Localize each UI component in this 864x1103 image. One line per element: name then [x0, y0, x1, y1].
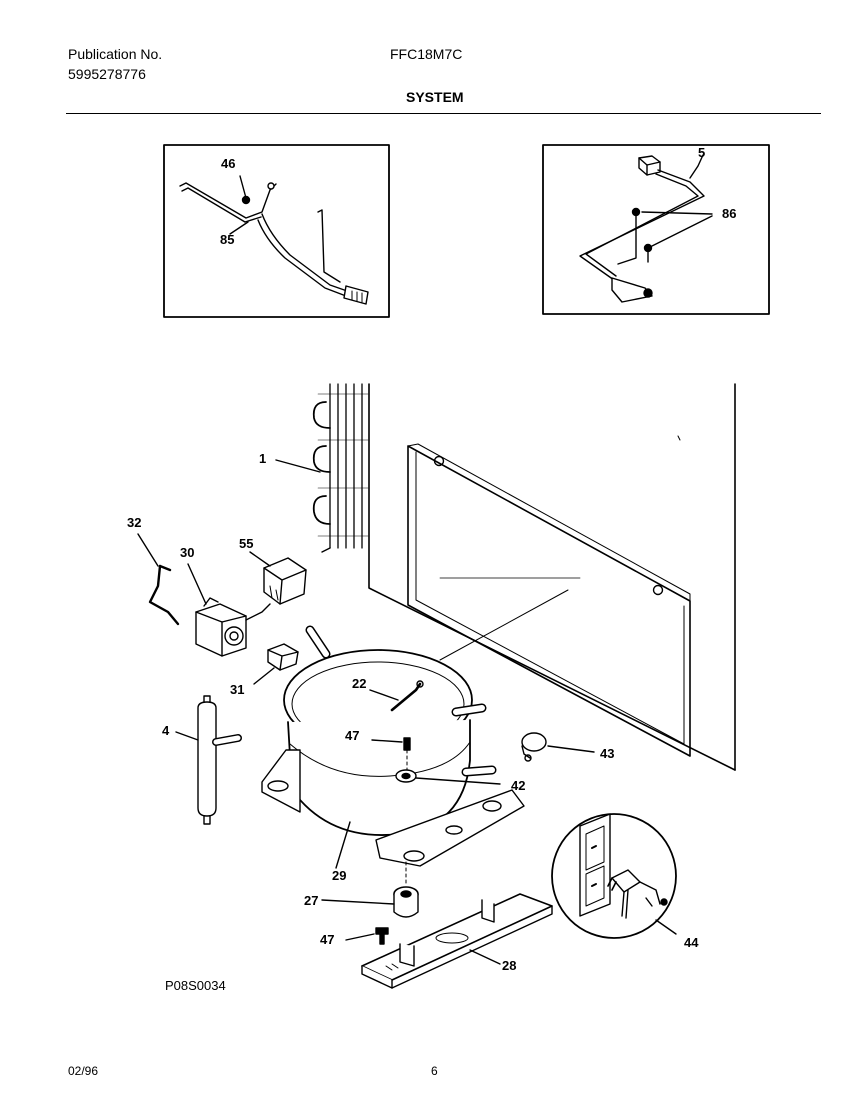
- publication-number: 5995278776: [68, 66, 146, 82]
- leader-42: [415, 777, 501, 785]
- screw-lower: [375, 927, 389, 945]
- leader-4: [175, 731, 199, 741]
- label-32: 32: [127, 515, 141, 530]
- mounting-bracket: [361, 893, 553, 989]
- leader-1: [275, 459, 321, 473]
- rubber-grommet: [393, 861, 419, 918]
- leader-27: [321, 899, 395, 905]
- inset-wiring-left: [163, 144, 390, 318]
- leader-47b: [345, 933, 375, 941]
- leader-28: [469, 949, 501, 965]
- model-number: FFC18M7C: [390, 46, 463, 62]
- label-46: 46: [221, 156, 235, 171]
- leader-32: [137, 533, 159, 567]
- leader-55: [249, 551, 271, 567]
- footer-date: 02/96: [68, 1064, 99, 1078]
- label-31: 31: [230, 682, 244, 697]
- tube-clamp: [521, 732, 547, 762]
- condenser-coil: [312, 383, 369, 553]
- screw-upper: [403, 737, 411, 771]
- leader-29: [335, 821, 351, 869]
- overload-protector: [263, 557, 307, 605]
- label-44: 44: [684, 935, 699, 950]
- leader-30: [187, 563, 207, 605]
- leader-22: [369, 689, 399, 701]
- tube-clip: [390, 680, 424, 712]
- section-title: SYSTEM: [406, 89, 464, 105]
- filter-drier: [197, 695, 242, 825]
- inset-wiring-right: [542, 144, 770, 315]
- label-55: 55: [239, 536, 253, 551]
- power-cord-detail: [551, 813, 677, 939]
- leader-43: [547, 745, 595, 753]
- label-29: 29: [332, 868, 346, 883]
- drawing-code: P08S0034: [165, 978, 226, 993]
- leader-31: [253, 667, 275, 685]
- label-1: 1: [259, 451, 266, 466]
- label-85: 85: [220, 232, 234, 247]
- label-47a: 47: [345, 728, 359, 743]
- label-22: 22: [352, 676, 366, 691]
- label-30: 30: [180, 545, 194, 560]
- label-43: 43: [600, 746, 614, 761]
- cabinet-outline: [368, 383, 736, 771]
- label-86: 86: [722, 206, 736, 221]
- wire-clip: [148, 564, 180, 626]
- label-4: 4: [162, 723, 170, 738]
- page-number: 6: [431, 1064, 438, 1078]
- publication-label: Publication No.: [68, 46, 163, 62]
- label-42: 42: [511, 778, 525, 793]
- leader-44: [655, 919, 677, 935]
- header-rule: [66, 113, 821, 114]
- label-5: 5: [698, 145, 705, 160]
- terminal-cover: [267, 643, 299, 671]
- label-47b: 47: [320, 932, 334, 947]
- label-28: 28: [502, 958, 516, 973]
- start-relay: [195, 597, 271, 657]
- compressor: [261, 625, 525, 867]
- leader-47a: [371, 739, 403, 743]
- label-27: 27: [304, 893, 318, 908]
